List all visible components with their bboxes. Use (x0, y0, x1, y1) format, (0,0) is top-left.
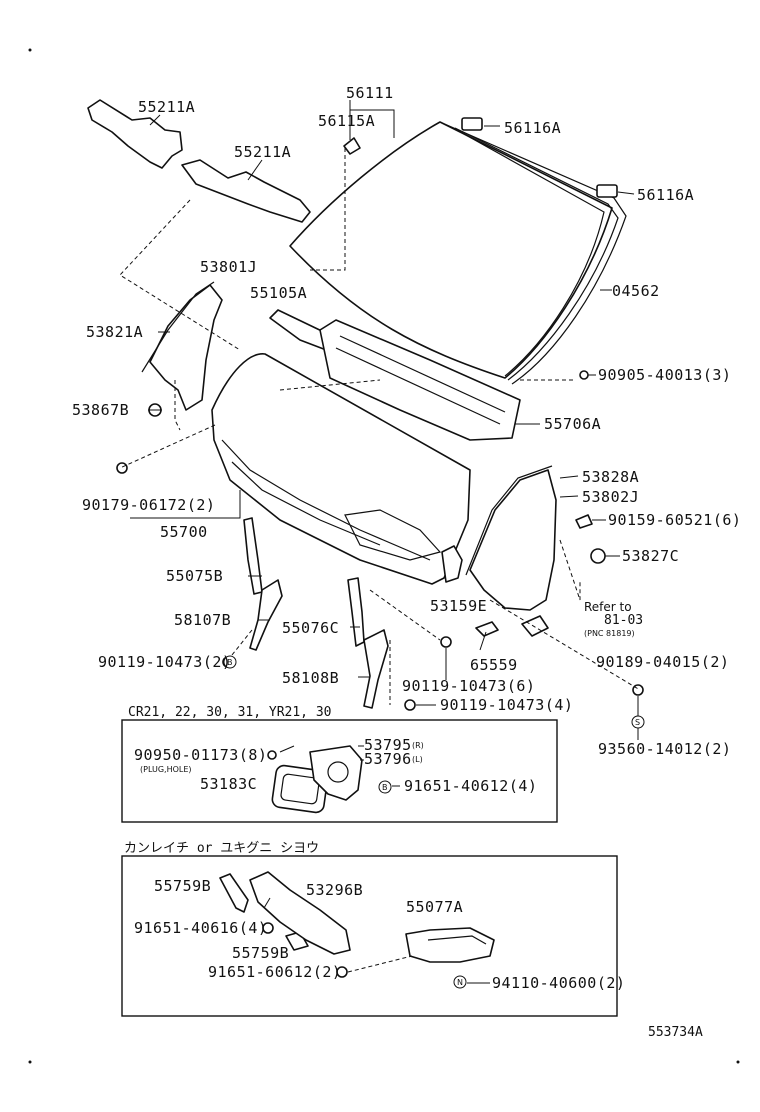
box1-title: CR21, 22, 30, 31, YR21, 30 (128, 705, 332, 720)
variant-box-2 (121, 855, 618, 1017)
part-65559-hook (475, 621, 499, 637)
part-55759B-strip-a (219, 873, 249, 913)
label-90159: 90159-60521(6) (608, 511, 741, 529)
part-58107B-bracket (249, 579, 283, 651)
part-53795-cover (309, 745, 363, 801)
label-refer-pnc: (PNC 81819) (584, 629, 635, 638)
part-55077A-cover (405, 927, 495, 963)
part-90179-clip (116, 462, 128, 474)
label-55211A-b: 55211A (234, 143, 291, 161)
part-55211A-lower (181, 159, 311, 223)
part-53801J-apron-left (149, 284, 223, 411)
label-53296B: 53296B (306, 881, 363, 899)
label-refer-num: 81-03 (604, 613, 643, 628)
variant-box-1 (121, 719, 558, 823)
label-55075B: 55075B (166, 567, 223, 585)
part-55076C-brace (347, 577, 365, 647)
part-53296B-cover (249, 871, 351, 955)
label-55700: 55700 (160, 523, 208, 541)
part-53821A-seal (141, 281, 215, 373)
marker-S: S (631, 715, 645, 729)
part-53159E-bracket (441, 545, 463, 583)
part-58108B-bracket (363, 629, 389, 709)
label-90179: 90179-06172(2) (82, 496, 215, 514)
part-90119-bolt-c (404, 699, 416, 711)
part-56111-windshield (289, 121, 613, 379)
label-53801J: 53801J (200, 258, 257, 276)
label-plug-hole: (PLUG,HOLE) (140, 765, 192, 774)
marker-B-a: B (223, 655, 237, 669)
label-90119-2: 90119-10473(2) (98, 653, 231, 671)
part-81-03-lamp (521, 615, 549, 637)
label-53802J: 53802J (582, 488, 639, 506)
part-04562-molding-inner (454, 127, 619, 381)
label-90119-6: 90119-10473(6) (402, 677, 535, 695)
label-55706A: 55706A (544, 415, 601, 433)
part-53827C-grommet (590, 548, 606, 564)
part-90905-nut (579, 370, 589, 380)
label-56116A-a: 56116A (504, 119, 561, 137)
label-91651-40616: 91651-40616(4) (134, 919, 267, 937)
label-53795: 53795 (364, 736, 412, 754)
label-91651-4: 91651-40612(4) (404, 777, 537, 795)
label-93560: 93560-14012(2) (598, 740, 731, 758)
marker-H: B (378, 780, 392, 794)
part-56116A-clip-b (596, 184, 618, 198)
marker-N: N (453, 975, 467, 989)
label-55105A: 55105A (250, 284, 307, 302)
label-90905: 90905-40013(3) (598, 366, 731, 384)
label-55759B-b: 55759B (232, 944, 289, 962)
label-53827C: 53827C (622, 547, 679, 565)
label-55077A: 55077A (406, 898, 463, 916)
label-53796-mark: (L) (412, 755, 423, 764)
label-90189: 90189-04015(2) (596, 653, 729, 671)
label-56115A: 56115A (318, 112, 375, 130)
part-90159-bolt (575, 514, 593, 529)
svg-text:B: B (227, 658, 233, 667)
svg-text:B: B (382, 783, 388, 792)
part-91651-60612-bolt (336, 966, 348, 978)
label-refer-to: Refer to (584, 600, 632, 614)
label-55759B-a: 55759B (154, 877, 211, 895)
part-90119-bolt-b (440, 636, 452, 648)
box2-title: カンレイチ or ユキグニ シヨウ (124, 841, 319, 856)
label-90119-4: 90119-10473(4) (440, 696, 573, 714)
label-58107B: 58107B (174, 611, 231, 629)
label-55211A-a: 55211A (138, 98, 195, 116)
label-53821A: 53821A (86, 323, 143, 341)
part-55700-dash-panel (211, 353, 471, 585)
part-04562-molding-outer (439, 121, 627, 385)
label-56111: 56111 (346, 84, 394, 102)
label-53796: 53796 (364, 750, 412, 768)
label-04562: 04562 (612, 282, 660, 300)
label-58108B: 58108B (282, 669, 339, 687)
part-56115A-clip (343, 137, 361, 155)
label-53159E: 53159E (430, 597, 487, 615)
label-94110: 94110-40600(2) (492, 974, 625, 992)
part-53828A-seal (465, 465, 553, 576)
part-91651-40616-bolt (262, 922, 274, 934)
svg-text:N: N (457, 978, 463, 987)
svg-text:S: S (635, 718, 640, 727)
label-53867B: 53867B (72, 401, 129, 419)
part-56116A-clip-a (461, 117, 483, 131)
label-90950: 90950-01173(8) (134, 746, 267, 764)
label-56116A-b: 56116A (637, 186, 694, 204)
part-53802J-apron-right (469, 469, 557, 611)
label-53183C: 53183C (200, 775, 257, 793)
label-65559: 65559 (470, 656, 518, 674)
label-53795-mark: (R) (412, 741, 424, 750)
label-91651-60612: 91651-60612(2) (208, 963, 341, 981)
part-55075B-brace (243, 517, 263, 595)
part-04562-molding-inner2 (463, 133, 605, 377)
part-90950-plug (267, 750, 277, 760)
figure-id: 553734A (648, 1025, 703, 1040)
part-55211A-upper (87, 99, 183, 169)
label-55076C: 55076C (282, 619, 339, 637)
label-53828A: 53828A (582, 468, 639, 486)
